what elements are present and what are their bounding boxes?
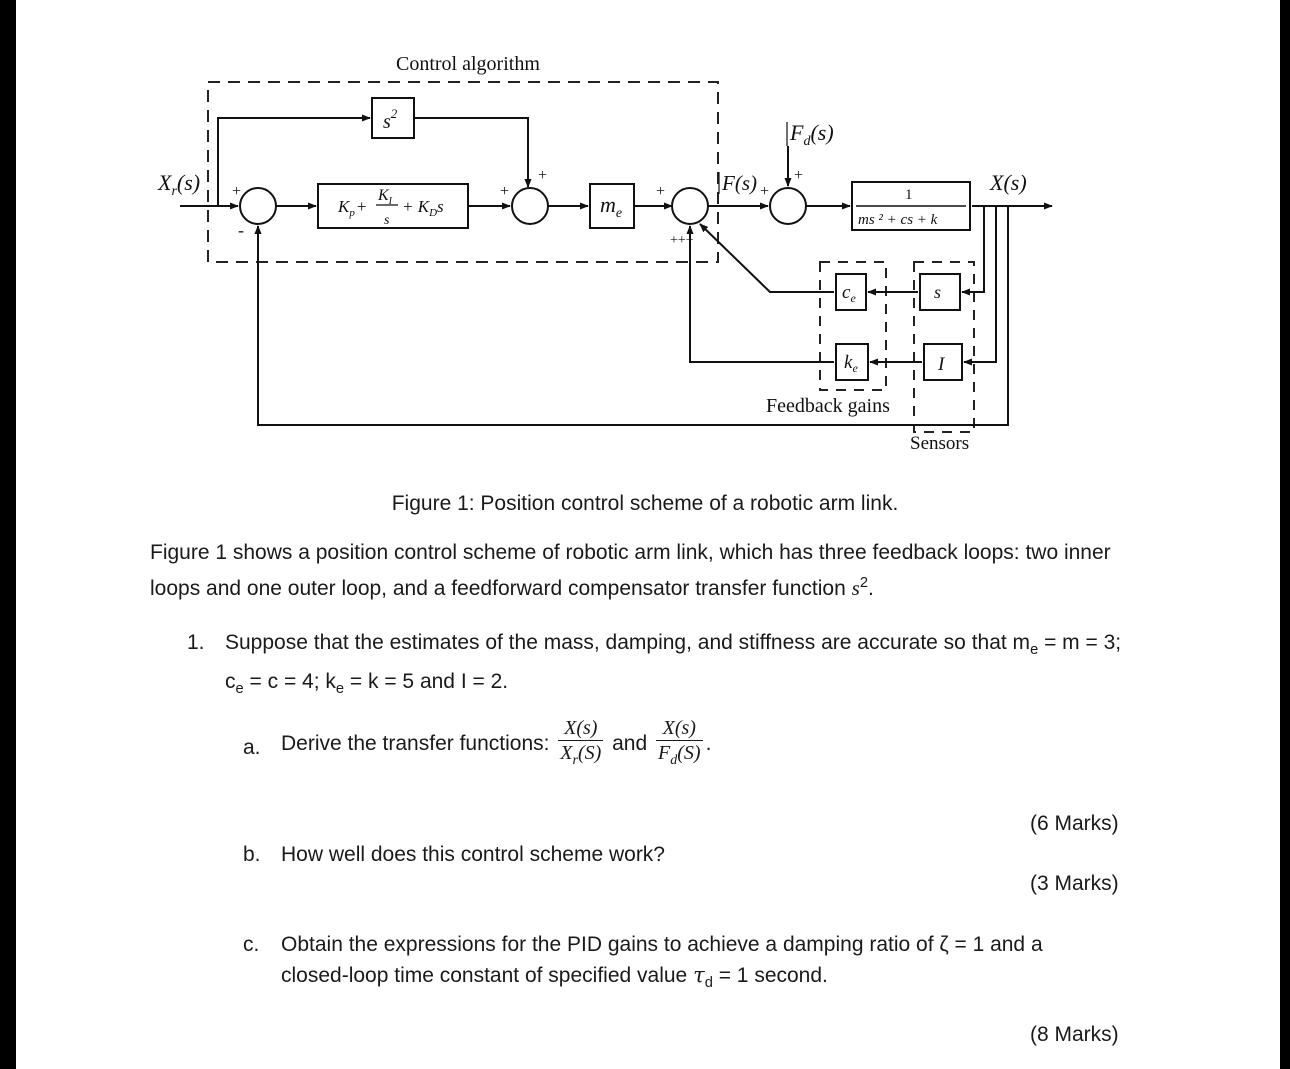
sign-dist-plus: +	[794, 167, 803, 184]
block-diagram: Control algorithm Feedback gains Sensors…	[157, 53, 1053, 454]
feedforward-to-sum-line	[414, 117, 532, 188]
pid-kd: + KDs	[402, 197, 444, 219]
sign-inner-plus: +++	[670, 233, 694, 248]
sensors-label: Sensors	[910, 433, 969, 454]
intro-sup: 2	[859, 575, 868, 591]
sensor-s-block	[919, 273, 961, 311]
force-label: F(s)	[721, 171, 757, 195]
intro-end: .	[867, 577, 874, 600]
sign-pid-plus: +	[500, 183, 509, 200]
marks-a: (6 Marks)	[1030, 812, 1119, 835]
sensor-i-block	[923, 343, 963, 381]
ce-block	[835, 273, 867, 311]
pid-block	[317, 183, 469, 229]
sign-ff-plus: +	[538, 167, 547, 184]
plant-denominator: ms ² + cs + k	[858, 212, 938, 228]
pid-ki-denominator: s	[384, 213, 390, 228]
feedforward-path	[217, 114, 371, 206]
control-algorithm-boundary	[207, 81, 719, 263]
question-1-number: 1.	[187, 631, 205, 654]
input-label: Xr(s)	[157, 170, 200, 199]
sum-junction-error	[239, 187, 277, 225]
sum-junction-disturbance	[769, 187, 807, 225]
me-block	[589, 183, 635, 229]
sensor-s-label: s	[934, 282, 941, 302]
ke-block	[835, 343, 869, 381]
feedback-gains-boundary	[819, 261, 887, 391]
part-c-line2: closed-loop time constant of specified v…	[281, 963, 828, 992]
ce-label: ce	[842, 282, 856, 305]
part-b-label: b.	[243, 843, 261, 866]
marks-b: (3 Marks)	[1030, 872, 1119, 895]
outer-feedback-line	[254, 206, 1009, 426]
feedforward-block	[371, 97, 415, 139]
ke-label: ke	[844, 352, 858, 375]
sensors-boundary	[913, 261, 975, 433]
sensor-i-label: I	[937, 354, 946, 375]
intro-paragraph: Figure 1 shows a position control scheme…	[150, 537, 1160, 604]
right-border	[1280, 0, 1290, 1069]
me-label: me	[600, 192, 622, 221]
plant-numerator: 1	[905, 187, 913, 203]
sign-input-plus: +	[232, 183, 241, 200]
feedforward-label: s2	[383, 106, 398, 133]
transfer-fn-xr: X(s)Xr(S)	[558, 717, 604, 768]
ce-feedback-line	[699, 223, 834, 293]
part-b-text: How well does this control scheme work?	[281, 843, 665, 866]
sensor-s-feed	[961, 206, 985, 296]
sign-feedback-minus: -	[238, 220, 244, 240]
control-algorithm-label: Control algorithm	[396, 53, 540, 75]
part-a-text: Derive the transfer functions: X(s)Xr(S)…	[281, 716, 711, 773]
sensor-i-feed	[963, 206, 997, 366]
marks-c: (8 Marks)	[1030, 1023, 1119, 1046]
pid-ki: KI	[377, 187, 393, 207]
pid-kp: Kp+	[337, 197, 366, 219]
part-c-label: c.	[243, 933, 260, 956]
sum-junction-inner	[671, 187, 709, 225]
part-c-line1: Obtain the expressions for the PID gains…	[281, 933, 1043, 956]
feedback-gains-label: Feedback gains	[766, 395, 890, 417]
intro-text: Figure 1 shows a position control scheme…	[150, 541, 1111, 600]
sum-junction-feedforward	[511, 187, 549, 225]
figure-caption: Figure 1: Position control scheme of a r…	[391, 492, 899, 515]
sign-force-plus: +	[760, 183, 769, 200]
part-a-label: a.	[243, 736, 261, 759]
intro-fn: s	[851, 576, 860, 600]
output-label: X(s)	[989, 170, 1027, 195]
left-border	[0, 0, 16, 1069]
sign-me-plus: +	[656, 183, 665, 200]
disturbance-label: Fd(s)	[789, 120, 834, 149]
transfer-fn-fd: X(s)Fd(S)	[656, 717, 703, 768]
ke-feedback-line	[686, 225, 834, 363]
question-1-text: Suppose that the estimates of the mass, …	[225, 631, 1122, 698]
